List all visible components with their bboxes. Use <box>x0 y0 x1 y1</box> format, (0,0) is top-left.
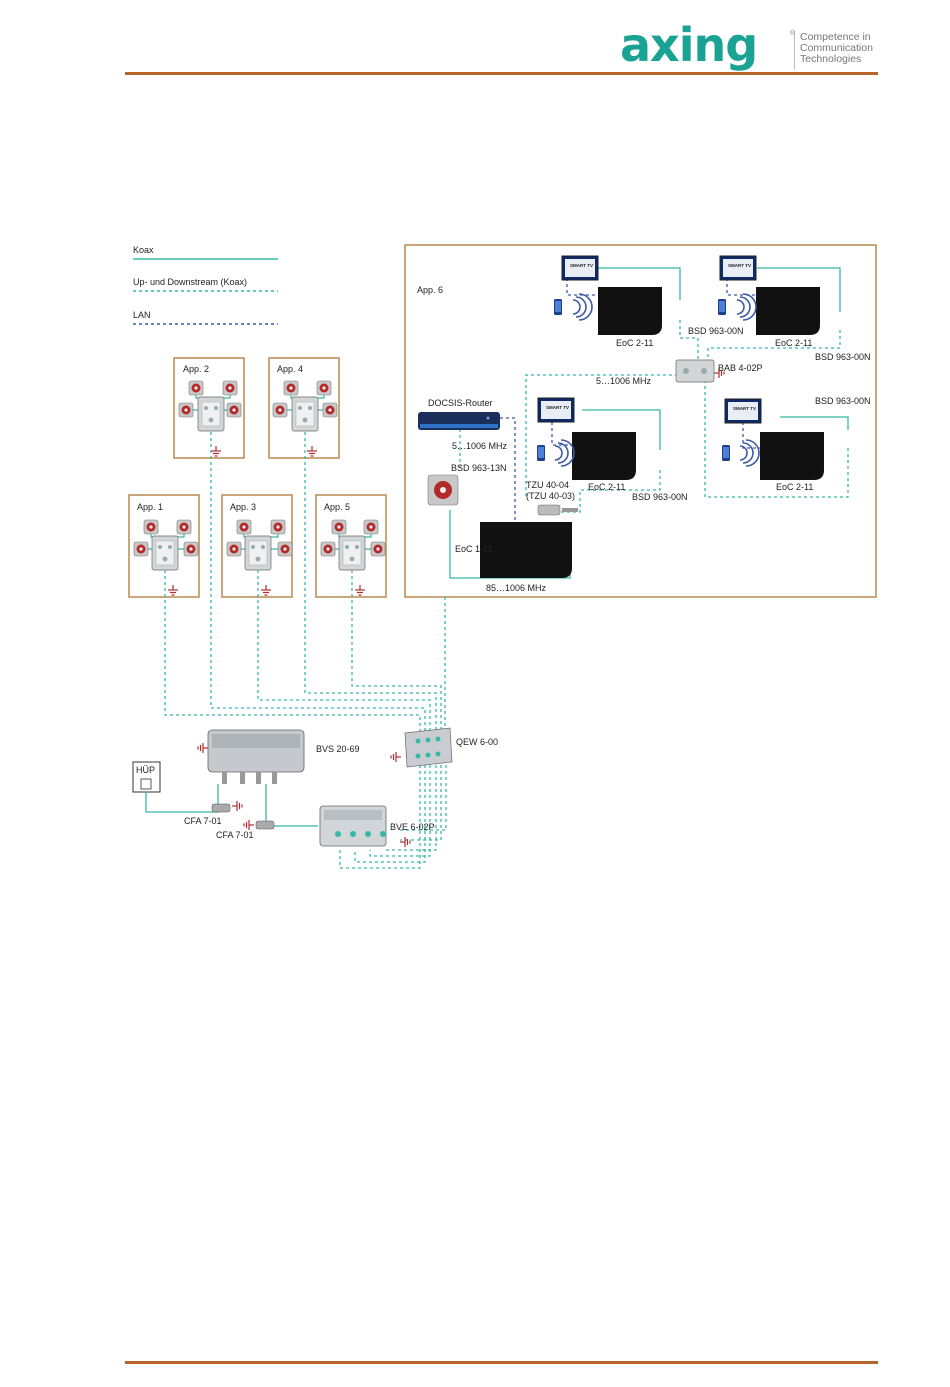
eoc-1-11-label: EoC 1-11 <box>455 544 492 554</box>
legend-lan-label: LAN <box>133 310 151 320</box>
trunk-lines <box>164 432 447 869</box>
logo-registered-mark: ® <box>790 30 796 37</box>
app1-devices <box>133 519 199 596</box>
bsd-963-00n-label-a: BSD 963-00N <box>688 326 744 336</box>
phone-icon-a <box>554 299 562 315</box>
header-rule <box>125 72 878 75</box>
qew-6-00-label: QEW 6-00 <box>456 737 498 747</box>
legend-updown-label: Up- und Downstream (Koax) <box>133 277 247 287</box>
app3-devices <box>226 519 293 596</box>
docsis-router-label: DOCSIS-Router <box>428 398 493 408</box>
bab-4-02p-label: BAB 4-02P <box>718 363 763 373</box>
smart-tv-b-label: SMART TV <box>728 263 751 268</box>
cfa-7-01-a <box>211 803 231 813</box>
eoc-2-11-box-b <box>756 287 820 335</box>
app5-devices <box>320 519 386 596</box>
tagline-line-3: Technologies <box>800 53 862 65</box>
footer-rule <box>125 1361 878 1364</box>
legend: Koax Up- und Downstream (Koax) LAN <box>133 245 278 325</box>
hup-label: HÜP <box>136 765 155 775</box>
wifi-icon-c <box>554 439 575 467</box>
eoc-2-11-label-a: EoC 2-11 <box>616 338 653 348</box>
app4-frame <box>268 357 340 459</box>
eoc-1-11-box <box>480 522 572 578</box>
tagline-line-2: Communication <box>800 42 873 54</box>
bab-4-02p <box>675 359 715 383</box>
app2-label: App. 2 <box>183 364 209 374</box>
phone-icon-b <box>718 299 726 315</box>
app1-frame <box>128 494 200 598</box>
eoc-2-11-box-a <box>598 287 662 335</box>
bsd-963-00n-label-b: BSD 963-00N <box>815 352 871 362</box>
qew-ground-icon <box>390 751 402 763</box>
smart-tv-b: SMART TV <box>719 255 757 281</box>
eoc-2-11-box-d <box>760 432 824 480</box>
bsd-963-00n-label-c: BSD 963-00N <box>632 492 688 502</box>
smart-tv-a: SMART TV <box>561 255 599 281</box>
hup-socket-icon <box>140 778 152 790</box>
smart-tv-d: SMART TV <box>724 398 762 424</box>
bsd-963-13n-label: BSD 963-13N <box>451 463 507 473</box>
eoc-2-11-label-b: EoC 2-11 <box>775 338 812 348</box>
logo-tagline: Competence in Communication Technologies <box>800 32 873 65</box>
band-label-router: 5…1006 MHz <box>452 441 508 451</box>
eoc-2-11-box-c <box>572 432 636 480</box>
tzu-splitter <box>537 504 578 516</box>
bve-6-02p <box>319 805 387 847</box>
bsd-963-13n-outlet <box>427 474 459 506</box>
phone-icon-c <box>537 445 545 461</box>
app6-label: App. 6 <box>417 285 443 295</box>
app5-label: App. 5 <box>324 502 350 512</box>
cfa-ground-icon-b <box>243 819 255 831</box>
app6-frame <box>404 244 877 598</box>
app2-frame <box>173 357 245 459</box>
wifi-icon-d <box>739 439 760 467</box>
cfa-7-01-b <box>255 820 275 830</box>
tagline-line-1: Competence in <box>800 31 871 43</box>
wifi-icon-a <box>572 293 593 321</box>
bottom-coax-links <box>145 784 318 827</box>
cfa-ground-icon-a <box>231 800 243 812</box>
app5-frame <box>315 494 387 598</box>
smart-tv-a-label: SMART TV <box>570 263 593 268</box>
bvs-ground-icon <box>197 742 209 754</box>
band-label-bab: 5…1006 MHz <box>596 376 652 386</box>
bve-ground-icon <box>399 836 411 848</box>
smart-tv-c: SMART TV <box>537 397 575 423</box>
eoc-2-11-label-c: EoC 2-11 <box>588 482 625 492</box>
smart-tv-d-label: SMART TV <box>733 406 756 411</box>
bve-6-02p-label: BVE 6-02P <box>390 822 435 832</box>
axing-logo: axing ® Competence in Communication Tech… <box>620 22 890 74</box>
smart-tv-c-label: SMART TV <box>546 405 569 410</box>
eoc-2-11-label-d: EoC 2-11 <box>776 482 813 492</box>
app4-label: App. 4 <box>277 364 303 374</box>
cfa-7-01-label-b: CFA 7-01 <box>216 830 254 840</box>
wifi-icon-b <box>736 293 757 321</box>
tzu-40-04-label: TZU 40-04 <box>526 480 569 490</box>
logo-separator <box>794 31 795 69</box>
bsd-963-00n-label-d: BSD 963-00N <box>815 396 871 406</box>
app4-devices <box>272 380 338 457</box>
phone-icon-d <box>722 445 730 461</box>
docsis-router <box>418 412 500 430</box>
app2-devices <box>178 380 242 457</box>
qew-6-00 <box>404 727 453 768</box>
cfa-7-01-label-a: CFA 7-01 <box>184 816 222 826</box>
band-label-85: 85…1006 MHz <box>486 583 547 593</box>
bvs-20-69 <box>207 729 305 784</box>
tzu-40-03-label: (TZU 40-03) <box>526 491 575 501</box>
app1-label: App. 1 <box>137 502 163 512</box>
app3-label: App. 3 <box>230 502 256 512</box>
bvs-20-69-label: BVS 20-69 <box>316 744 360 754</box>
legend-coax-label: Koax <box>133 245 154 255</box>
hup-box <box>132 761 161 793</box>
logo-wordmark: axing <box>620 18 758 72</box>
